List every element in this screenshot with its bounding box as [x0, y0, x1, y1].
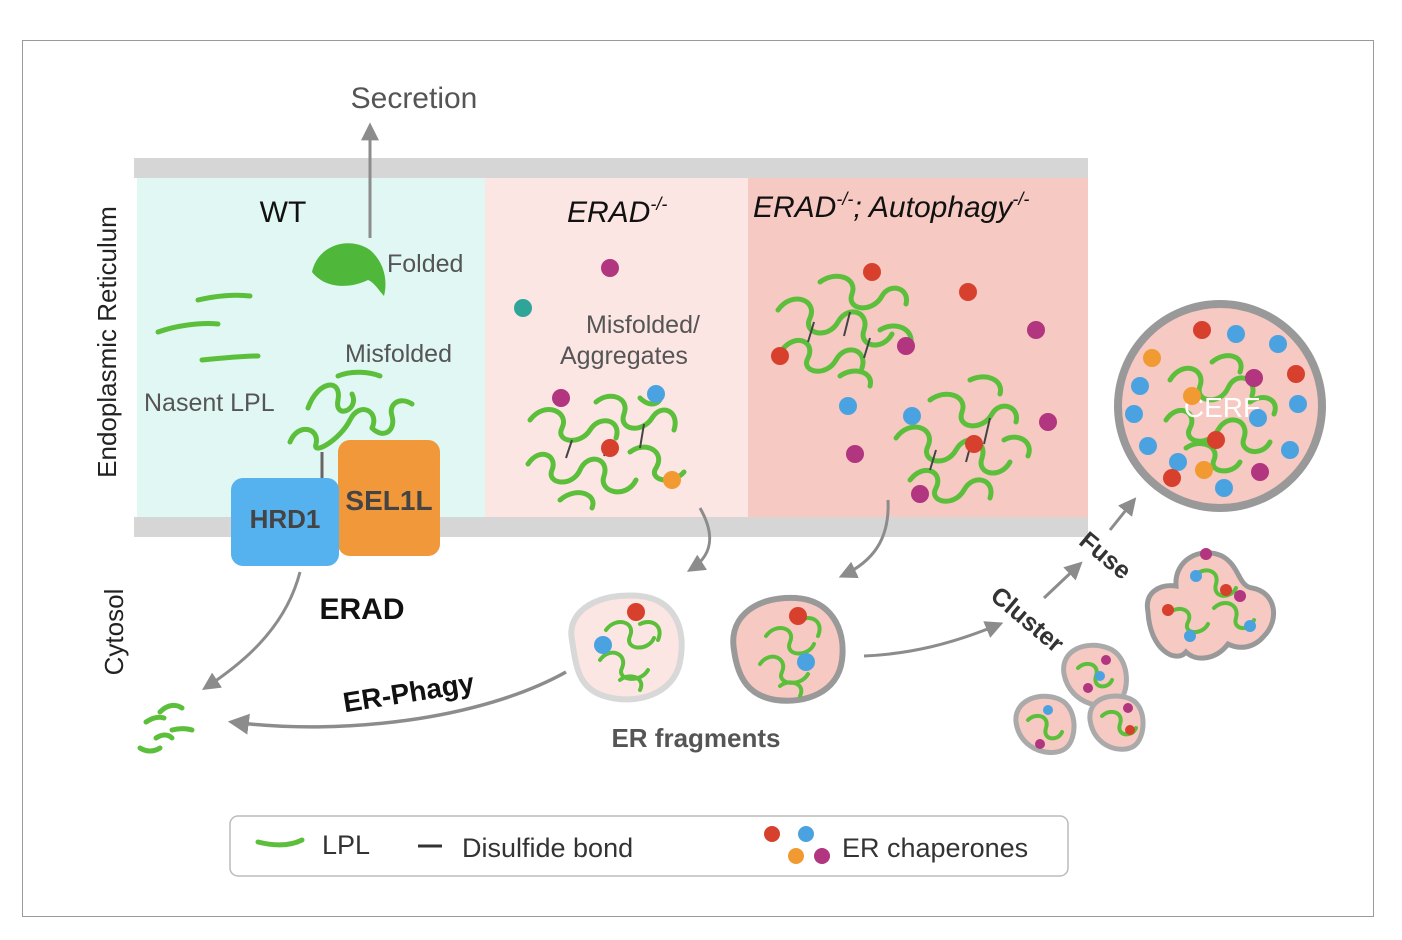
- legend-chaperones-swatch: [764, 826, 830, 864]
- folded-label: Folded: [387, 250, 463, 278]
- double-ko-aggregate-1: [775, 273, 914, 389]
- nascent-lpl-strands: [155, 292, 261, 363]
- wt-title: WT: [260, 196, 307, 229]
- legend-chaperones-label: ER chaperones: [842, 833, 1028, 863]
- er-side-label: Endoplasmic Reticulum: [92, 206, 122, 478]
- nascent-lpl-label: Nasent LPL: [144, 389, 275, 417]
- legend-lpl-swatch: [255, 837, 305, 848]
- hrd1-label: HRD1: [250, 504, 321, 534]
- legend-box: [229, 815, 1069, 877]
- fuse-label: Fuse: [1074, 526, 1137, 585]
- double-ko-to-fragment-arrow: [838, 499, 890, 579]
- cluster-arrow: [863, 621, 1004, 658]
- degraded-lpl-fragments: [137, 702, 195, 754]
- legend-disulfide-label: Disulfide bond: [462, 833, 633, 863]
- folded-protein-icon: [312, 243, 386, 296]
- secretion-label: Secretion: [351, 82, 478, 115]
- er-fragment-1: [568, 592, 685, 703]
- double-ko-panel: [748, 178, 1088, 518]
- misfolded-aggregates-label-1: Misfolded/: [586, 311, 700, 339]
- double-ko-aggregate-2: [893, 374, 1032, 504]
- er-phagy-arrow: [227, 670, 567, 735]
- er-fragments-label: ER fragments: [611, 723, 780, 753]
- misfolded-aggregates-label-2: Aggregates: [560, 342, 688, 370]
- erad-ko-to-fragment-arrow: [686, 507, 712, 572]
- hrd1-box: [231, 478, 339, 566]
- cerf-aggregate: [1163, 353, 1278, 474]
- erad-ko-title: ERAD-/-: [567, 194, 667, 229]
- double-ko-title: ERAD-/-; Autophagy-/-: [753, 189, 1029, 224]
- erad-degradation-arrow: [201, 571, 302, 690]
- misfolded-lpl-icon: [287, 369, 415, 451]
- misfolded-label: Misfolded: [345, 340, 452, 368]
- er-chaperone-dots: [514, 259, 1307, 749]
- sel1l-label: SEL1L: [345, 485, 432, 516]
- fuse-arrow-2: [1108, 497, 1137, 531]
- er-fragment-1-aggregate: [598, 620, 662, 692]
- er-membrane-top: [134, 158, 1088, 178]
- cerf-body: [1114, 300, 1326, 512]
- sel1l-box: [338, 440, 440, 556]
- erad-label: ERAD: [319, 593, 404, 626]
- cytosol-side-label: Cytosol: [99, 589, 129, 676]
- cluster-label: Cluster: [985, 581, 1069, 658]
- legend-lpl-label: LPL: [322, 830, 370, 860]
- clustered-fragments: [1013, 642, 1146, 755]
- fuse-arrow-1: [1042, 561, 1083, 600]
- fused-fragments: [1144, 550, 1276, 661]
